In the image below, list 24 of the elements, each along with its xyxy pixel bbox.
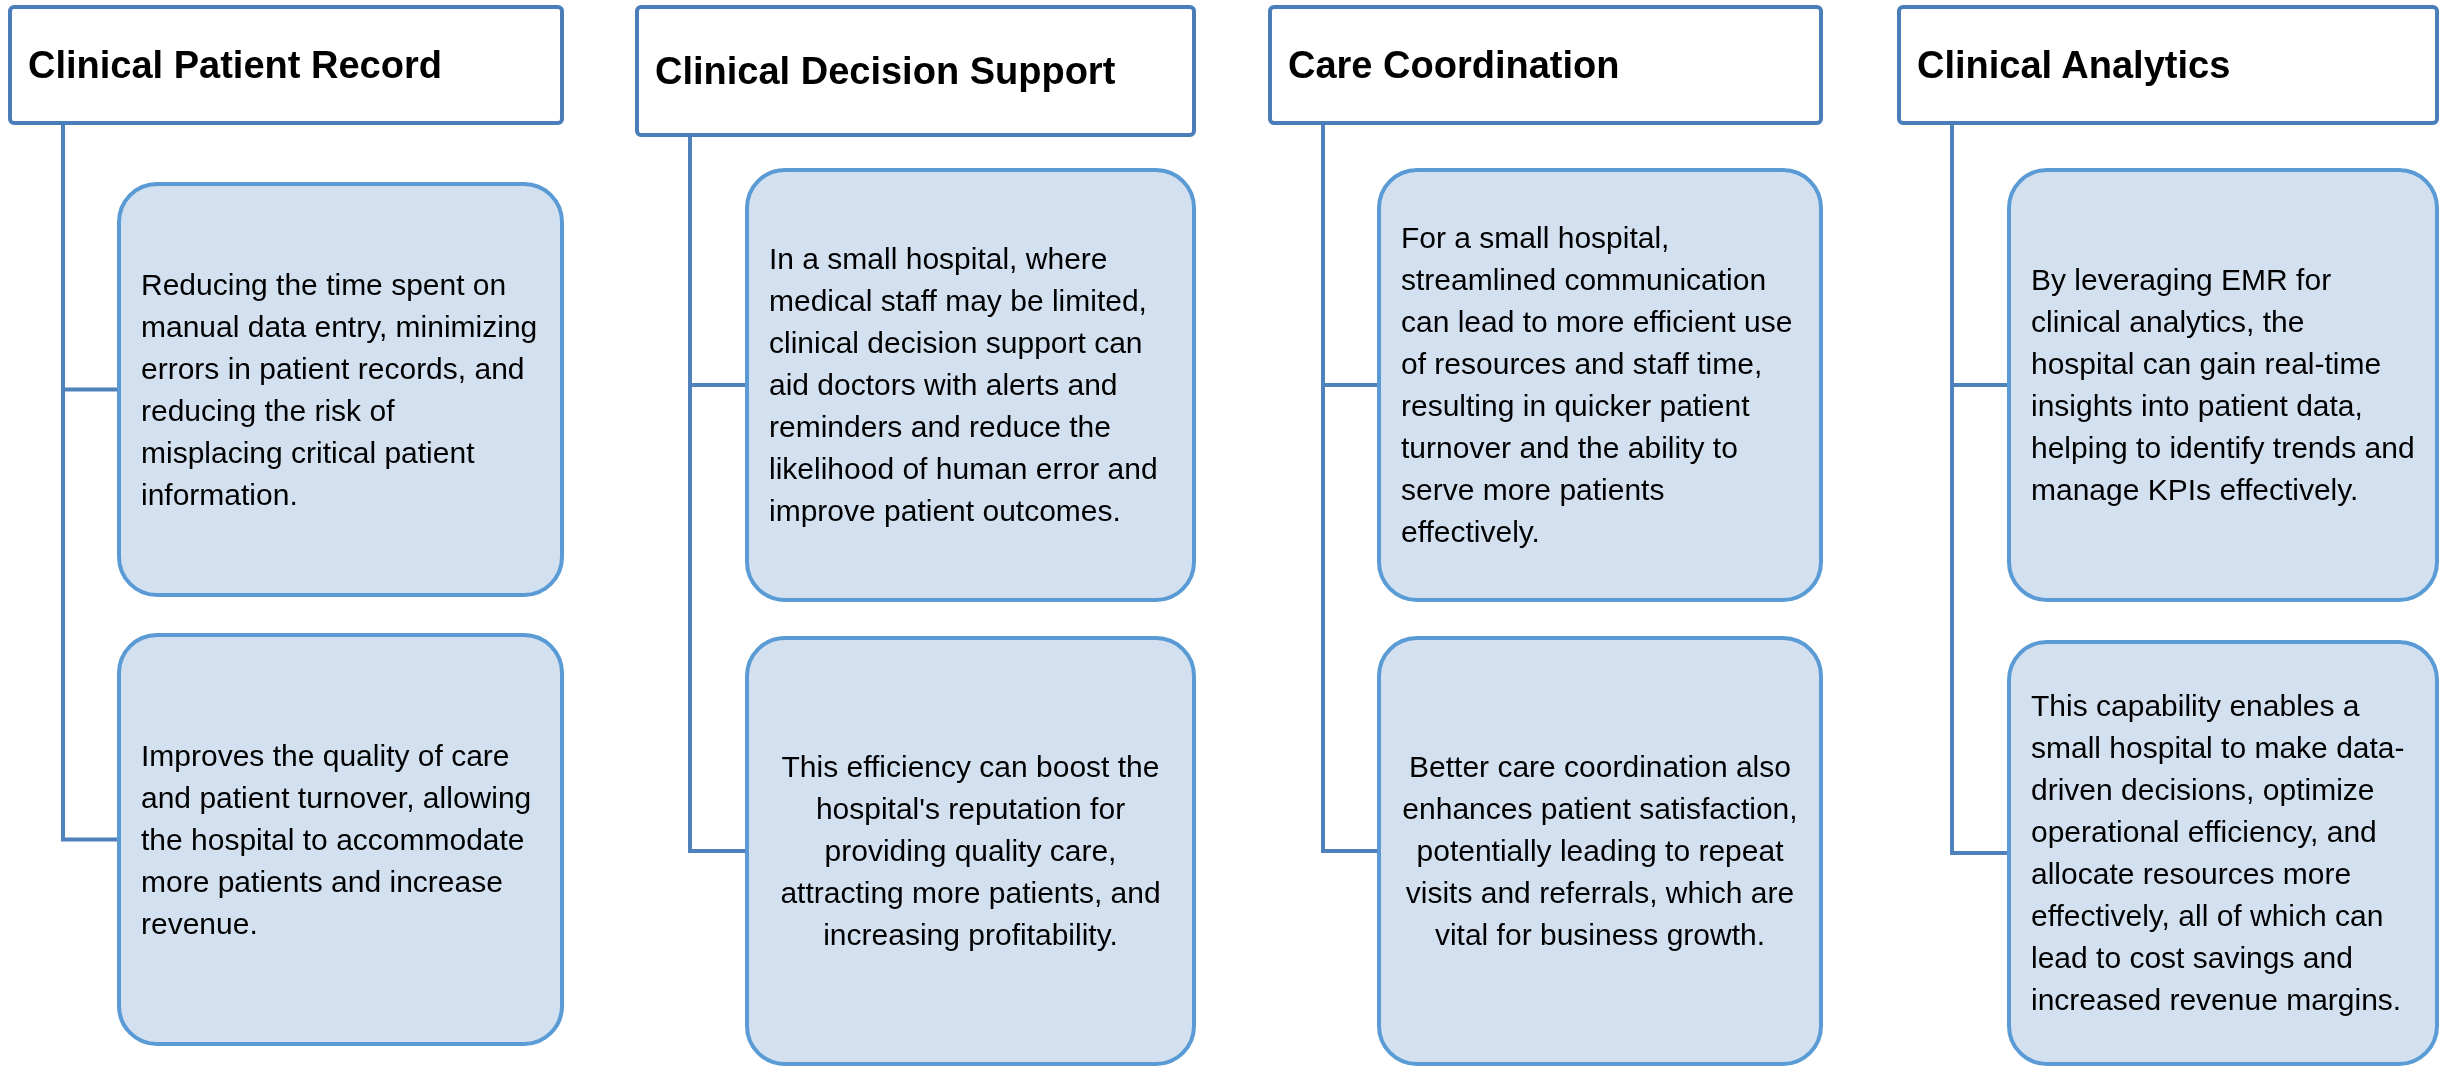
description-text: Improves the quality of care and patient turnover, allowing the hospital to accommodate more patients and increase revenue. <box>141 737 533 942</box>
heading-text: Clinical Analytics <box>1917 44 2232 86</box>
heading-box <box>1268 5 1823 125</box>
description-text: In a small hospital, where medical staff may be limited, clinical decision support can aid doctors with alerts and reminders and reduce the likelihood of human error and improve patient outcomes. <box>769 241 1159 529</box>
description-box <box>745 168 1196 602</box>
description-text: This capability enables a small hospital to make data-driven decisions, optimize operational efficiency, and allocate resources more effectively, all of which can lead to cost savings and increased revenue margins. <box>2031 688 2406 1018</box>
description-box <box>117 182 564 597</box>
heading-text: Clinical Decision Support <box>655 50 1117 92</box>
description-box <box>745 636 1196 1066</box>
description-box <box>1377 168 1823 602</box>
heading-text: Clinical Patient Record <box>28 44 443 86</box>
description-box <box>117 633 564 1046</box>
description-text: Reducing the time spent on manual data entry, minimizing errors in patient records, and reducing the risk of misplacing critical patient information. <box>141 266 539 513</box>
heading-box <box>1897 5 2439 125</box>
description-text: This efficiency can boost the hospital's reputation for providing quality care, attracting more patients, and increasing profitability. <box>779 749 1162 953</box>
description-box <box>2007 640 2439 1066</box>
description-text: Better care coordination also enhances patient satisfaction, potentially leading to repeat visits and referrals, which are vital for business growth. <box>1401 749 1799 953</box>
description-text: By leveraging EMR for clinical analytics, the hospital can gain real-time insights into patient data, helping to identify trends and manage KPIs effectively. <box>2031 262 2415 508</box>
heading-text: Care Coordination <box>1288 44 1621 86</box>
description-box <box>2007 168 2439 602</box>
heading-box <box>635 5 1196 137</box>
description-box <box>1377 636 1823 1066</box>
description-text: For a small hospital, streamlined communication can lead to more efficient use of resources and staff time, resulting in quicker patient turnover and the ability to serve more patients effectively. <box>1401 220 1794 550</box>
heading-box <box>8 5 564 125</box>
